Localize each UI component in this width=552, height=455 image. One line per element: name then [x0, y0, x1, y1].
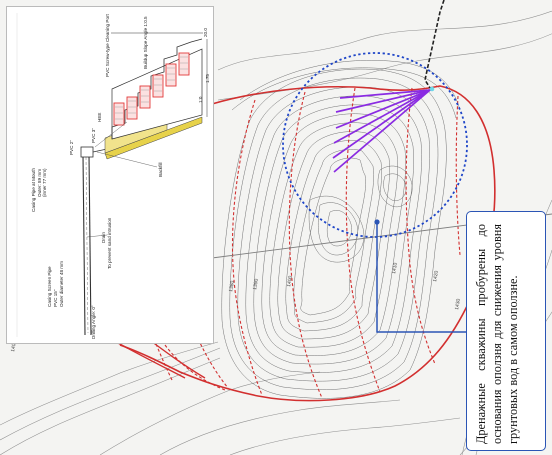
casing-mouth-label: Casing Pipe at Mouth	[31, 168, 36, 212]
contour-label: 1420	[432, 270, 440, 282]
borehole-inset-drawing: Buildup Slope Angle 1:0.5 PVC Screw-type…	[6, 6, 214, 344]
screen-pipe-diameter: Outer diameter 48 mm	[59, 261, 64, 307]
backfill-label: Backfill	[158, 162, 163, 177]
hee-label: HEE	[97, 112, 102, 122]
focus-circle	[282, 52, 468, 238]
contour-label: 1430	[454, 298, 462, 310]
contour-label: 1400	[10, 340, 18, 352]
callout-text: Дренажные скважины пробурены до основани…	[474, 224, 521, 444]
drain-label: Drain	[101, 232, 106, 243]
cleaning-port-label: PVC Screw-type Cleaning Port	[105, 14, 110, 77]
drain-note: To prevent sand intrusion	[107, 217, 112, 269]
access-road	[424, 0, 445, 89]
screen-pipe-spec: PVC 15"	[53, 289, 58, 307]
contour-label: 1390	[252, 278, 260, 290]
drilling-angle-label: Drilling Angle: 0°	[91, 305, 96, 339]
casing-mouth-inner: (inner 77 mm)	[42, 168, 47, 197]
contour-label: 1410	[391, 262, 399, 274]
dimension-right: 1.75	[205, 74, 210, 83]
contour-label: 1400	[286, 275, 294, 287]
drainage-boreholes	[332, 89, 431, 173]
pvc-pipe-label: PVC 3"	[91, 128, 96, 143]
contour-label: 1380	[228, 280, 236, 292]
borehole-origin	[429, 86, 435, 92]
pvc-cap-label: PVC 2"	[69, 140, 74, 155]
callout-box: Дренажные скважины пробурены до основани…	[466, 211, 546, 451]
screen-pipe-label: Casing Screen Pipe	[47, 266, 52, 307]
slope-angle-label: Buildup Slope Angle 1:0.5	[143, 16, 148, 69]
leader-line	[376, 222, 466, 333]
wall-label: 1:0	[198, 96, 203, 103]
contour-label-group: 1380 1390 1400 1410 1420 1430 1400	[10, 262, 462, 352]
inset-graphics	[16, 13, 208, 337]
dimension-top: 20.0	[203, 28, 208, 37]
